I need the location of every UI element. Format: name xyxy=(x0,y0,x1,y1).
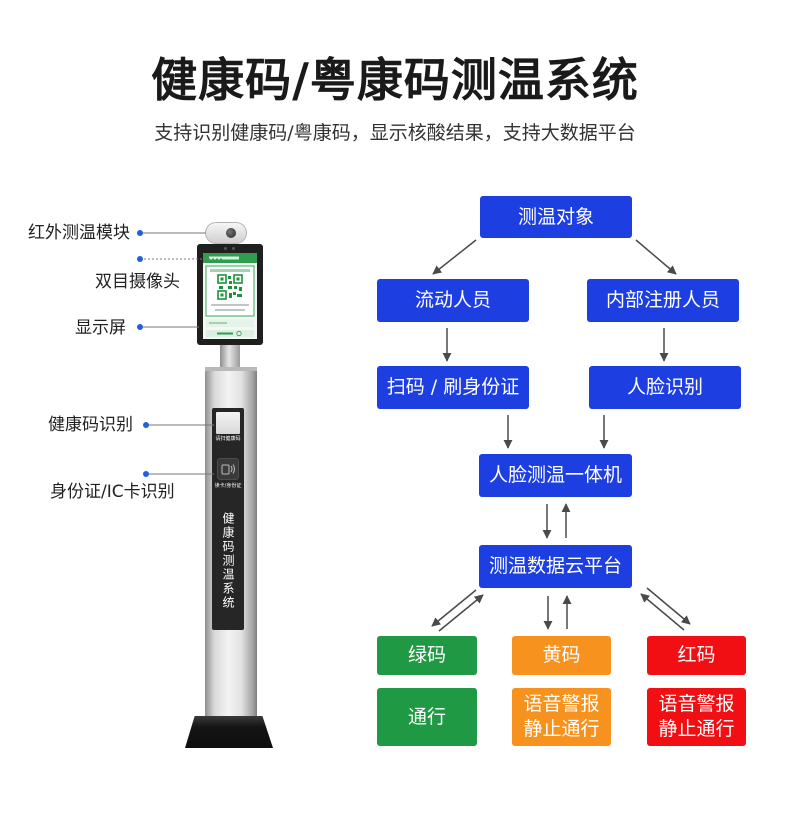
label-display: 显示屏 xyxy=(75,318,126,338)
qr-code xyxy=(217,274,243,300)
infrared-sensor-module xyxy=(205,222,247,244)
display-screen-content xyxy=(203,253,257,339)
arrow-cloud-to-green xyxy=(431,589,477,627)
leader-health-code xyxy=(143,422,214,428)
arrow-red-to-cloud xyxy=(640,593,685,631)
node-scan-id: 扫码 / 刷身份证 xyxy=(377,366,529,409)
leader-id-card xyxy=(143,471,214,477)
label-health-code: 健康码识别 xyxy=(48,415,133,435)
pole-title: 健康码测温系统 xyxy=(221,512,235,610)
arrow-target-to-registered xyxy=(635,239,677,275)
page-title: 健康码/粤康码测温系统 xyxy=(151,53,639,107)
node-visitors: 流动人员 xyxy=(377,279,529,322)
leader-ir-module xyxy=(137,230,206,236)
node-target: 测温对象 xyxy=(480,196,632,238)
node-registered: 内部注册人员 xyxy=(587,279,739,322)
page-subtitle: 支持识别健康码/粤康码，显示核酸结果，支持大数据平台 xyxy=(154,122,636,144)
node-green-code: 绿码 xyxy=(377,636,477,675)
yellow-action-line-2: 静止通行 xyxy=(523,718,600,740)
arrow-target-to-visitors xyxy=(432,239,477,275)
device-base xyxy=(185,716,273,748)
node-red-code: 红码 xyxy=(647,636,746,675)
node-terminal: 人脸测温一体机 xyxy=(479,454,632,497)
node-green-action: 通行 xyxy=(377,688,477,746)
health-code-scanner xyxy=(216,412,240,434)
node-red-action: 语音警报 静止通行 xyxy=(647,688,746,746)
label-binocular-camera: 双目摄像头 xyxy=(95,272,180,292)
camera-lens-right xyxy=(232,247,235,250)
device-neck xyxy=(220,344,240,369)
node-face-recognition: 人脸识别 xyxy=(589,366,741,409)
yellow-action-line-1: 语音警报 xyxy=(523,693,600,716)
node-yellow-code: 黄码 xyxy=(512,636,611,675)
arrow-green-to-cloud xyxy=(438,594,484,632)
red-action-line-1: 语音警报 xyxy=(658,693,735,716)
label-id-card: 身份证/IC卡识别 xyxy=(50,482,175,502)
display-screen xyxy=(197,244,263,345)
pole-front-panel: 请扫健康码 读卡/身份证 健康码测温系统 xyxy=(212,408,244,630)
card-reader-icon xyxy=(217,458,239,480)
arrow-cloud-to-red xyxy=(646,587,691,625)
node-yellow-action: 语音警报 静止通行 xyxy=(512,688,611,746)
card-prompt: 读卡/身份证 xyxy=(214,483,242,489)
sensor-lens xyxy=(226,228,236,238)
leader-display xyxy=(137,324,199,330)
label-ir-module: 红外测温模块 xyxy=(28,223,130,243)
camera-lens-left xyxy=(224,247,227,250)
scan-prompt: 请扫健康码 xyxy=(215,436,241,442)
node-cloud: 测温数据云平台 xyxy=(479,545,632,588)
red-action-line-2: 静止通行 xyxy=(658,718,735,740)
